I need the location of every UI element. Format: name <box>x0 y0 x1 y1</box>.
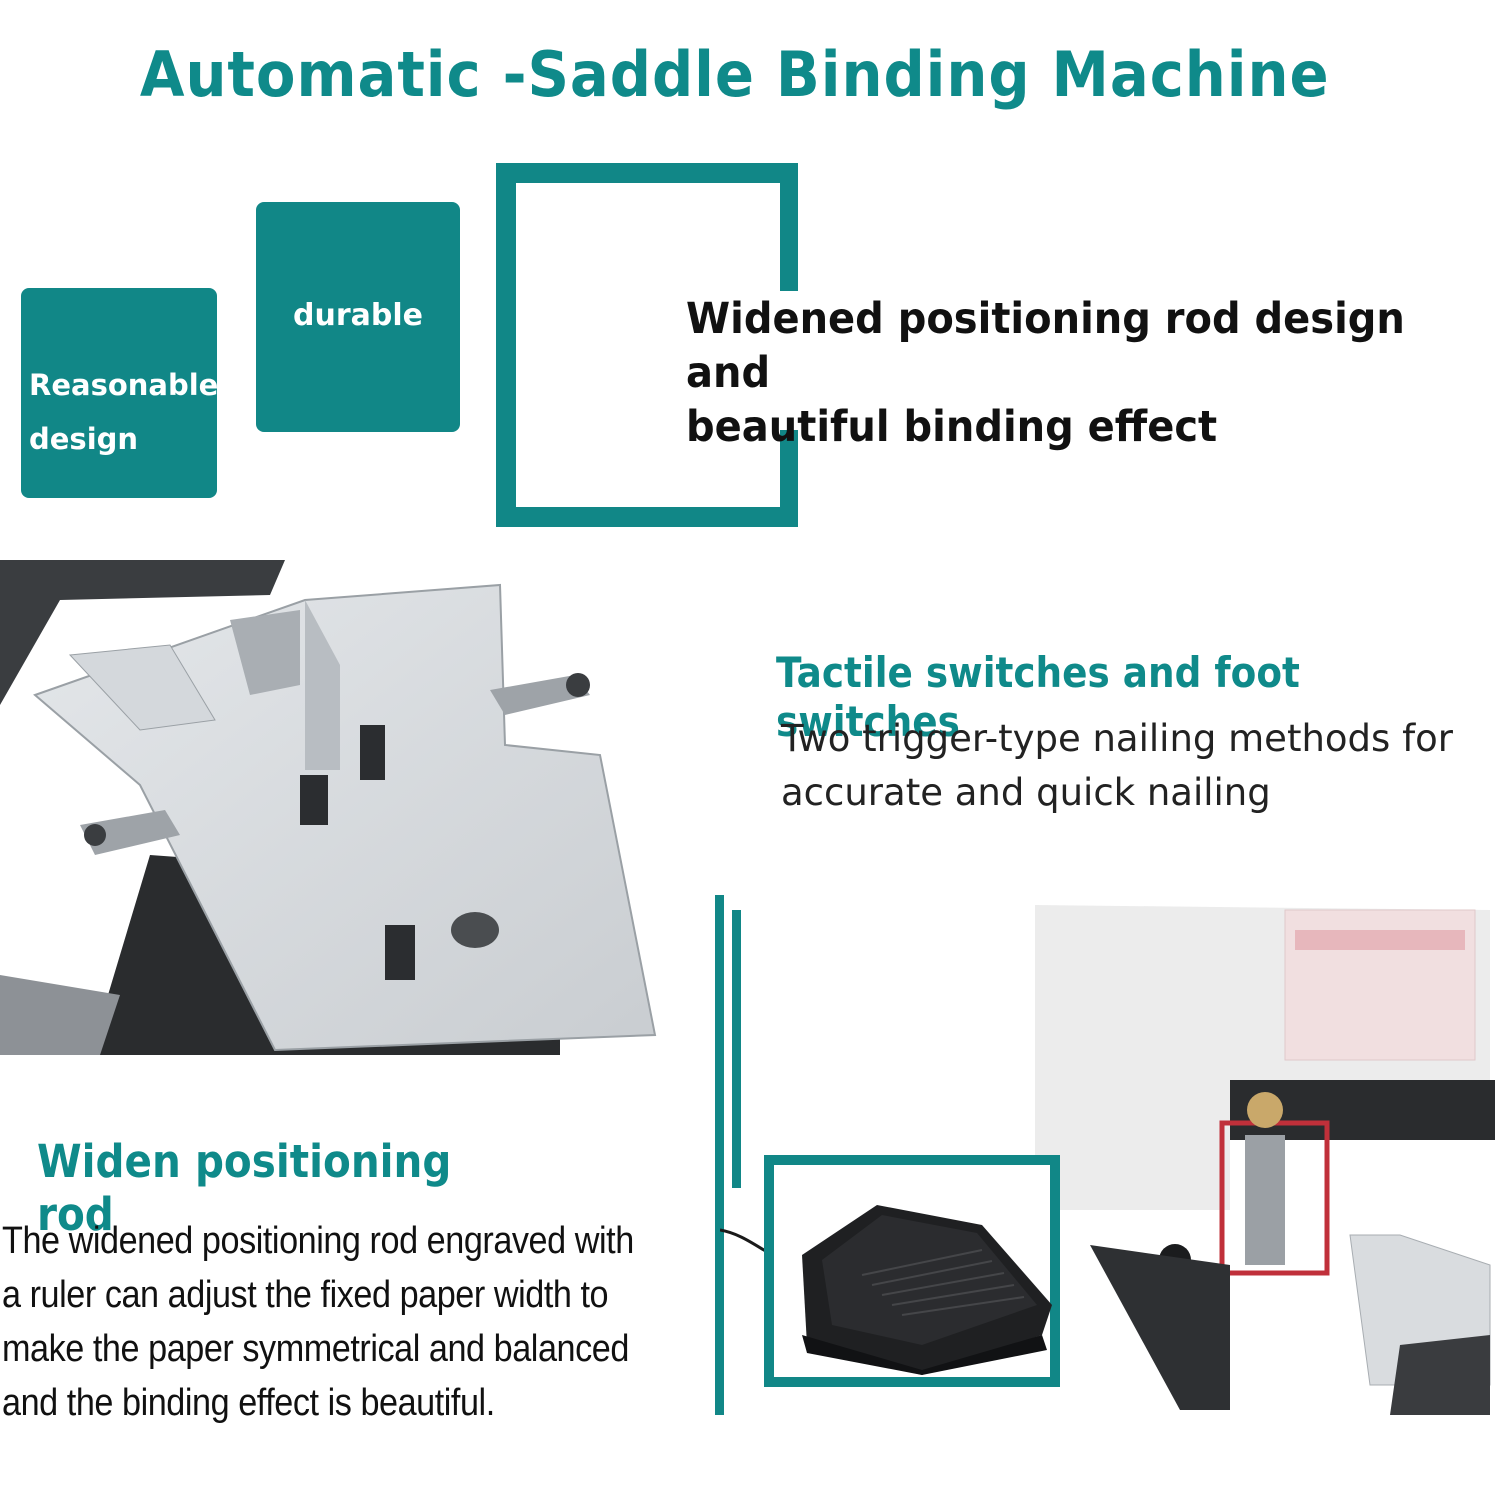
widen-line-2: a ruler can adjust the fixed paper width… <box>2 1274 609 1316</box>
foot-pedal-photo <box>802 1205 1052 1375</box>
foot-pedal-frame <box>764 1155 1060 1387</box>
tile-line-2: design <box>29 422 139 456</box>
saddle-table-photo <box>0 560 657 1055</box>
feature-tile-durable: durable <box>256 202 460 432</box>
widen-description: The widened positioning rod engraved wit… <box>2 1214 695 1430</box>
bracket-frame-top <box>496 163 798 183</box>
widen-heading: Widen positioning rod <box>37 1135 452 1241</box>
tactile-heading: Tactile switches and foot switches <box>776 648 1300 746</box>
feature-headline: Widened positioning rod design and beaut… <box>686 292 1411 454</box>
tactile-line-1: Two trigger-type nailing methods for <box>781 717 1453 760</box>
tile-line-1: Reasonable <box>29 368 219 402</box>
headline-line-2: beautiful binding effect <box>686 402 1218 452</box>
page-title: Automatic -Saddle Binding Machine <box>139 38 1330 111</box>
bracket-frame-bottom <box>496 507 798 527</box>
accent-line-2 <box>732 910 741 1188</box>
bracket-frame-left <box>496 163 516 527</box>
widen-line-1: The widened positioning rod engraved wit… <box>2 1220 634 1262</box>
bracket-frame-right-bottom <box>780 430 798 527</box>
tactile-line-2: accurate and quick nailing <box>781 771 1271 814</box>
tactile-description: Two trigger-type nailing methods for acc… <box>781 712 1500 820</box>
widen-line-3: make the paper symmetrical and balanced <box>2 1328 629 1370</box>
headline-line-1: Widened positioning rod design and <box>686 294 1405 398</box>
widen-line-4: and the binding effect is beautiful. <box>2 1382 495 1424</box>
feature-tile-reasonable-design: Reasonable design <box>21 288 219 498</box>
accent-line-1 <box>715 895 724 1415</box>
stapler-head-photo <box>1035 905 1495 1415</box>
bracket-frame-right-top <box>780 163 798 291</box>
